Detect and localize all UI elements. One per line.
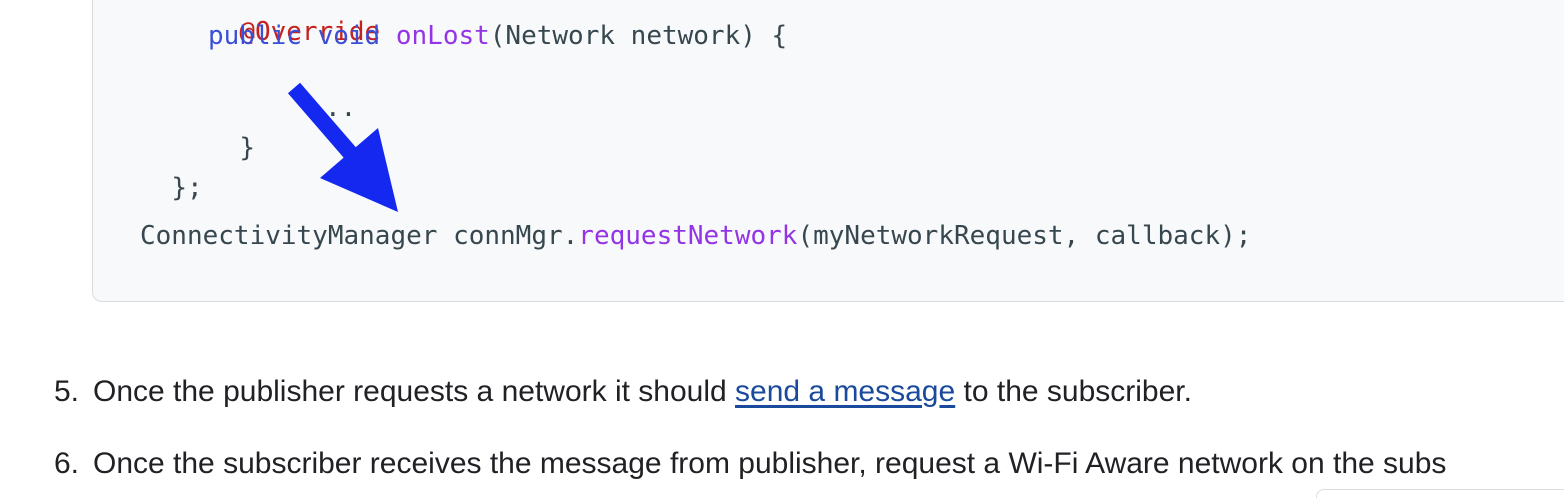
keyword-public: public bbox=[208, 21, 302, 51]
code-line-close-brace: } bbox=[208, 100, 255, 164]
clipped-widget bbox=[1316, 489, 1564, 498]
request-network-args: (myNetworkRequest, callback); bbox=[797, 221, 1252, 251]
keyword-void: void bbox=[317, 21, 381, 51]
override-annotation: @Override bbox=[239, 17, 381, 47]
code-line-onlost: public void onLost(Network network) { bbox=[208, 20, 787, 52]
step-5-text-before: Once the publisher requests a network it… bbox=[93, 375, 736, 408]
method-onlost: onLost bbox=[395, 21, 490, 51]
method-request-network: requestNetwork bbox=[578, 221, 798, 251]
code-line-override: @Override bbox=[208, 0, 380, 48]
step-number: 5. bbox=[54, 375, 80, 408]
close-brace: } bbox=[239, 133, 255, 163]
step-text: Once the publisher requests a network it… bbox=[93, 372, 1192, 412]
close-brace-semicolon: }; bbox=[171, 173, 203, 203]
step-5-text-after: to the subscriber. bbox=[955, 375, 1192, 408]
send-a-message-link[interactable]: send a message bbox=[735, 375, 956, 408]
onlost-signature: (Network network) { bbox=[489, 21, 788, 51]
arrow-down-right-icon bbox=[287, 82, 398, 212]
code-block bbox=[92, 0, 1564, 302]
code-line-close-semicolon: }; bbox=[140, 140, 203, 204]
connmgr-expression: ConnectivityManager connMgr. bbox=[140, 221, 579, 251]
step-number: 6. bbox=[54, 447, 80, 480]
code-line-request-network: ConnectivityManager connMgr.requestNetwo… bbox=[140, 220, 1251, 252]
step-text: Once the subscriber receives the message… bbox=[93, 447, 1447, 480]
